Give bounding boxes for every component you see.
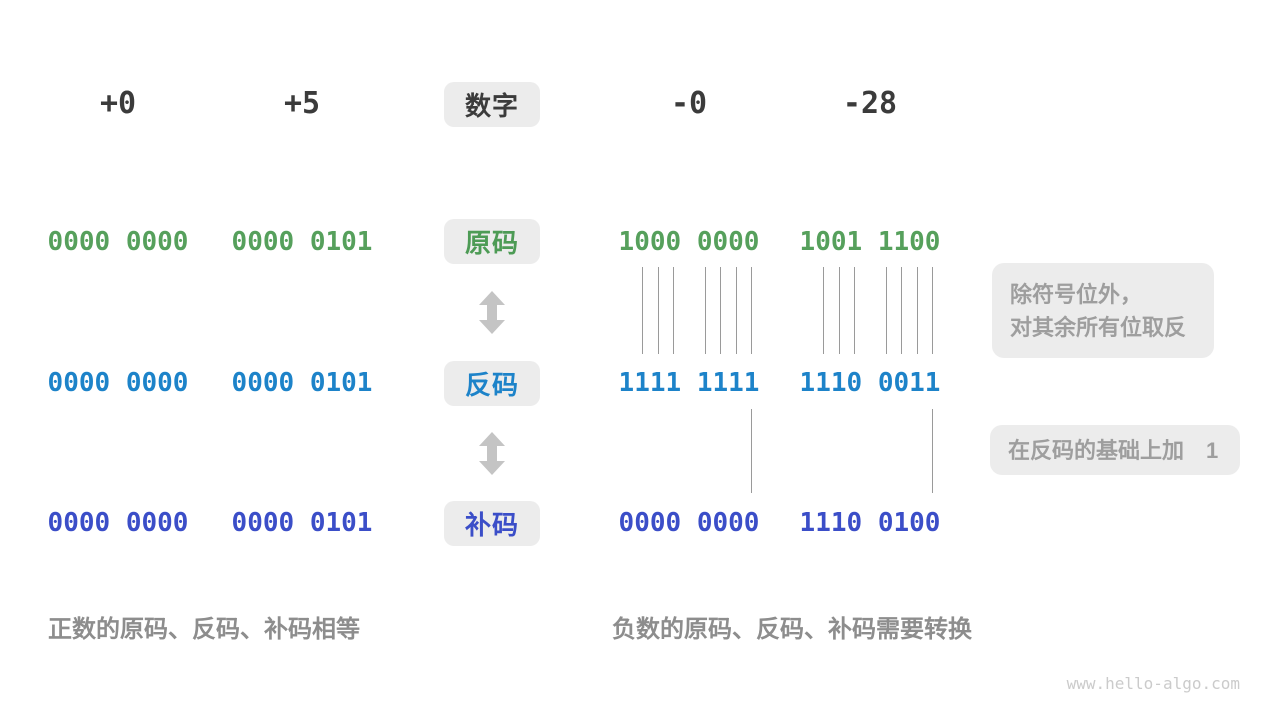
arrow-stem	[487, 446, 497, 461]
twos-complement-minus-0: 0000 0000	[618, 508, 760, 538]
twos-complement-plus-0: 0000 0000	[47, 508, 189, 538]
annotation-add-one-text: 在反码的基础上加 1	[1008, 437, 1219, 463]
bit-line	[854, 267, 855, 354]
label-ones-complement: 反码	[444, 361, 540, 406]
bit-line	[886, 267, 887, 354]
ones-complement-minus-0: 1111 1111	[618, 368, 760, 398]
annotation-invert-bits: 除符号位外， 对其余所有位取反	[992, 263, 1214, 358]
ones-complement-minus-28: 1110 0011	[799, 368, 941, 398]
bit-line	[917, 267, 918, 354]
add-one-line-minus-28	[932, 409, 933, 493]
bit-line	[823, 267, 824, 354]
annotation-invert-line1: 除符号位外，	[1010, 281, 1143, 307]
header-label-number: 数字	[444, 82, 540, 127]
site-watermark: www.hello-algo.com	[1066, 674, 1240, 693]
annotation-invert-line2: 对其余所有位取反	[1010, 314, 1187, 340]
bit-line	[839, 267, 840, 354]
arrow-down-head	[479, 461, 505, 475]
bit-line	[705, 267, 706, 354]
sign-magnitude-minus-0: 1000 0000	[618, 227, 760, 257]
bit-line	[658, 267, 659, 354]
bit-line	[673, 267, 674, 354]
header-minus-0: -0	[670, 86, 708, 121]
arrow-down-head	[479, 320, 505, 334]
twos-complement-plus-5: 0000 0101	[231, 508, 373, 538]
double-arrow-icon	[479, 432, 505, 475]
sign-magnitude-plus-0: 0000 0000	[47, 227, 189, 257]
bit-line	[642, 267, 643, 354]
label-twos-complement: 补码	[444, 501, 540, 546]
sign-magnitude-plus-5: 0000 0101	[231, 227, 373, 257]
ones-complement-plus-5: 0000 0101	[231, 368, 373, 398]
bit-line	[736, 267, 737, 354]
arrow-up-head	[479, 291, 505, 305]
arrow-up-head	[479, 432, 505, 446]
add-one-line-minus-0	[751, 409, 752, 493]
double-arrow-icon	[479, 291, 505, 334]
bit-line	[901, 267, 902, 354]
caption-positive-numbers: 正数的原码、反码、补码相等	[48, 616, 360, 643]
header-plus-0: +0	[99, 86, 137, 121]
header-plus-5: +5	[283, 86, 321, 121]
bit-line	[751, 267, 752, 354]
header-minus-28: -28	[842, 86, 898, 121]
ones-complement-plus-0: 0000 0000	[47, 368, 189, 398]
caption-negative-numbers: 负数的原码、反码、补码需要转换	[612, 616, 972, 643]
bit-line	[932, 267, 933, 354]
twos-complement-minus-28: 1110 0100	[799, 508, 941, 538]
label-sign-magnitude: 原码	[444, 219, 540, 264]
arrow-stem	[487, 305, 497, 320]
annotation-add-one: 在反码的基础上加 1	[990, 425, 1240, 475]
bit-line	[720, 267, 721, 354]
sign-magnitude-minus-28: 1001 1100	[799, 227, 941, 257]
